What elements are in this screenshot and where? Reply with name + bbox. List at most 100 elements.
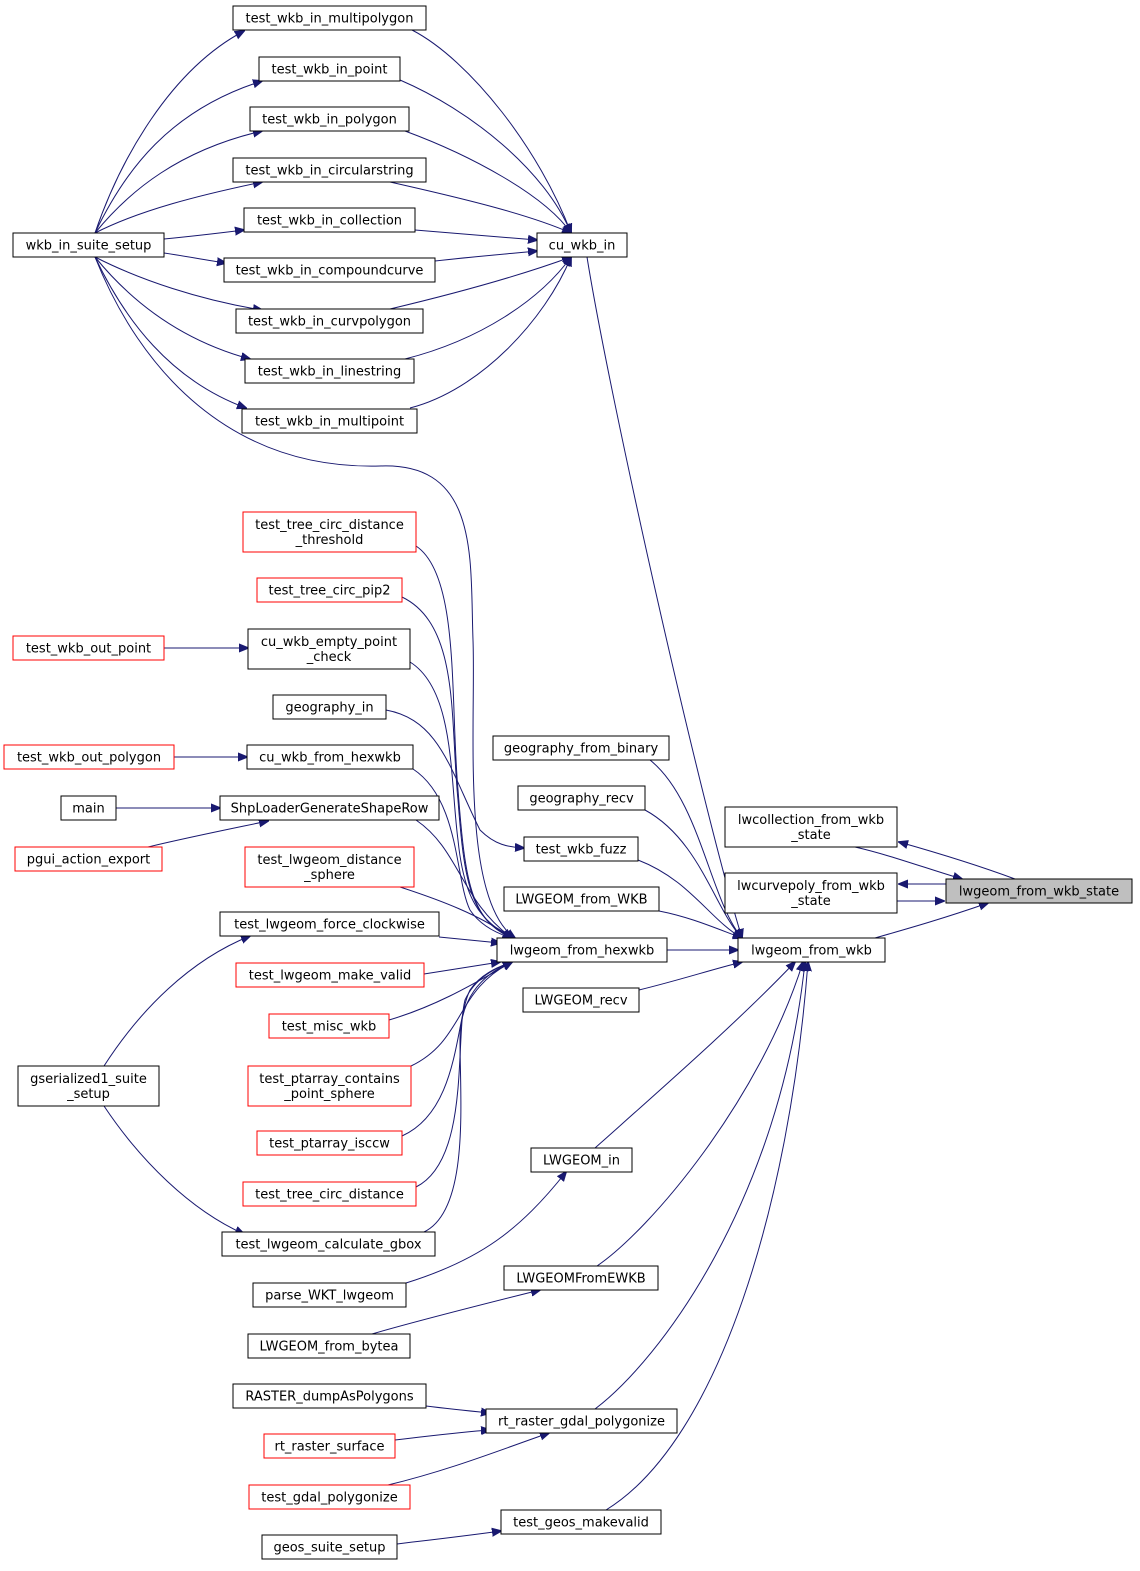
node-empty-point[interactable]: cu_wkb_empty_point_check [247, 628, 411, 670]
edge-curvpolygon-to-cu_wkb_in [389, 257, 571, 310]
node-box [256, 577, 403, 603]
node-geo-binary[interactable]: geography_from_binary [492, 735, 670, 761]
node-box [268, 1013, 390, 1039]
edge-circularstring-to-cu_wkb_in [389, 181, 571, 233]
node-out-polygon[interactable]: test_wkb_out_polygon [3, 744, 175, 770]
node-box [221, 1231, 436, 1257]
node-geography-in[interactable]: geography_in [272, 694, 387, 720]
node-label: gserialized1_suite [30, 1072, 147, 1087]
node-multipolygon[interactable]: test_wkb_in_multipolygon [232, 5, 427, 31]
node-label: _threshold [295, 533, 364, 548]
node-label: geos_suite_setup [273, 1541, 385, 1556]
node-box [246, 744, 414, 770]
node-LW-recv[interactable]: LWGEOM_recv [522, 987, 640, 1013]
node-raster-dump[interactable]: RASTER_dumpAsPolygons [232, 1383, 427, 1409]
node-multipoint[interactable]: test_wkb_in_multipoint [241, 408, 418, 434]
node-label: geography_in [285, 701, 373, 716]
node-box [247, 628, 411, 670]
node-tree-dist[interactable]: test_tree_circ_distance [242, 1181, 417, 1207]
node-LW-bytea[interactable]: LWGEOM_from_bytea [247, 1333, 411, 1359]
node-main[interactable]: main [60, 795, 117, 821]
node-force-cw[interactable]: test_lwgeom_force_clockwise [219, 911, 440, 937]
edge-isccw-to-from_hexwkb [401, 962, 512, 1137]
node-label: _state [790, 894, 830, 909]
node-box [536, 232, 628, 258]
node-isccw[interactable]: test_ptarray_isccw [256, 1130, 403, 1156]
node-label: geography_from_binary [504, 742, 659, 757]
nodes-layer: test_wkb_in_multipolygon test_wkb_in_poin… [3, 5, 1133, 1560]
node-label: test_wkb_in_linestring [258, 365, 402, 380]
edge-dist_sphere-to-from_hexwkb [399, 886, 512, 938]
node-geo-recv[interactable]: geography_recv [517, 785, 646, 811]
node-box [60, 795, 117, 821]
node-box [3, 744, 175, 770]
node-from-wkb[interactable]: lwgeom_from_wkb [737, 937, 886, 963]
node-label: ShpLoaderGenerateShapeRow [231, 802, 429, 817]
node-point[interactable]: test_wkb_in_point [258, 56, 401, 82]
node-gdal-poly[interactable]: rt_raster_gdal_polygonize [485, 1408, 678, 1434]
node-from-hexwkb[interactable]: lwgeom_from_hexwkb [496, 937, 668, 963]
node-cu-wkb-in[interactable]: cu_wkb_in [536, 232, 628, 258]
node-pip2[interactable]: test_tree_circ_pip2 [256, 577, 403, 603]
node-label: lwgeom_from_wkb [751, 944, 872, 959]
edge-multipoint-to-cu_wkb_in [409, 257, 571, 409]
node-geos-setup[interactable]: geos_suite_setup [261, 1534, 398, 1560]
edge-polygon-to-cu_wkb_in [404, 130, 571, 233]
node-box [261, 1534, 398, 1560]
node-misc-wkb[interactable]: test_misc_wkb [268, 1013, 390, 1039]
node-lwcoll-state[interactable]: lwcollection_from_wkb_state [724, 806, 898, 848]
edge-force_cw-to-from_hexwkb [438, 936, 500, 943]
node-label: test_ptarray_isccw [269, 1137, 390, 1152]
node-gser-setup[interactable]: gserialized1_suite_setup [17, 1065, 160, 1107]
node-LW-fromEWKB[interactable]: LWGEOMFromEWKB [503, 1265, 659, 1291]
node-make-valid[interactable]: test_lwgeom_make_valid [235, 962, 425, 988]
node-label: test_wkb_in_curvpolygon [248, 315, 411, 330]
node-wkb-fuzz[interactable]: test_wkb_fuzz [523, 836, 639, 862]
node-label: parse_WKT_lwgeom [265, 1289, 394, 1304]
node-box [12, 635, 165, 661]
node-box [503, 886, 660, 912]
edge-suite_setup-to-multipoint [94, 256, 246, 408]
node-gdal-poly-test[interactable]: test_gdal_polygonize [248, 1484, 411, 1510]
node-polygon[interactable]: test_wkb_in_polygon [249, 106, 410, 132]
node-collection[interactable]: test_wkb_in_collection [243, 207, 416, 233]
node-linestring[interactable]: test_wkb_in_linestring [244, 358, 415, 384]
node-shploader[interactable]: ShpLoaderGenerateShapeRow [219, 795, 440, 821]
node-pt-sphere[interactable]: test_ptarray_contains_point_sphere [247, 1065, 412, 1107]
node-box [496, 937, 668, 963]
node-focus[interactable]: lwgeom_from_wkb_state [945, 878, 1133, 904]
node-out-point[interactable]: test_wkb_out_point [12, 635, 165, 661]
edge-collection-to-cu_wkb_in [414, 229, 537, 240]
node-LW-in[interactable]: LWGEOM_in [530, 1147, 633, 1173]
edge-geography_in-to-wkb_fuzz [385, 709, 524, 848]
node-compoundcurve[interactable]: test_wkb_in_compoundcurve [223, 257, 436, 283]
node-label: cu_wkb_from_hexwkb [259, 751, 401, 766]
node-parse-wkt[interactable]: parse_WKT_lwgeom [252, 1282, 407, 1308]
node-curvpolygon[interactable]: test_wkb_in_curvpolygon [235, 308, 424, 334]
edge-suite_setup-to-collection [163, 230, 244, 240]
edge-linestring-to-cu_wkb_in [404, 257, 571, 360]
edges-layer [94, 29, 1016, 1545]
node-box [503, 1265, 659, 1291]
node-LW-from-WKB[interactable]: LWGEOM_from_WKB [503, 886, 660, 912]
node-circularstring[interactable]: test_wkb_in_circularstring [232, 157, 427, 183]
node-tree-thresh[interactable]: test_tree_circ_distance_threshold [242, 511, 417, 553]
node-suite-setup[interactable]: wkb_in_suite_setup [12, 232, 165, 258]
node-label: lwcollection_from_wkb [738, 813, 884, 828]
edge-LW_bytea-to-LW_fromEWKB [371, 1290, 540, 1335]
node-label: rt_raster_surface [274, 1440, 384, 1455]
node-pgui[interactable]: pgui_action_export [14, 846, 163, 872]
node-from-hexwkb-cu[interactable]: cu_wkb_from_hexwkb [246, 744, 414, 770]
node-label: test_wkb_out_point [26, 642, 151, 657]
node-label: test_wkb_in_compoundcurve [236, 264, 424, 279]
edge-gser_setup-to-calc_gbox [103, 1105, 244, 1234]
node-label: lwgeom_from_hexwkb [510, 944, 654, 959]
node-raster-surface[interactable]: rt_raster_surface [263, 1433, 396, 1459]
node-lwcurve-state[interactable]: lwcurvepoly_from_wkb_state [724, 872, 898, 914]
node-calc-gbox[interactable]: test_lwgeom_calculate_gbox [221, 1231, 436, 1257]
node-dist-sphere[interactable]: test_lwgeom_distance_sphere [244, 846, 415, 888]
node-geos-makevalid[interactable]: test_geos_makevalid [500, 1509, 662, 1535]
node-label: test_wkb_in_multipoint [255, 415, 404, 430]
node-box [232, 5, 427, 31]
